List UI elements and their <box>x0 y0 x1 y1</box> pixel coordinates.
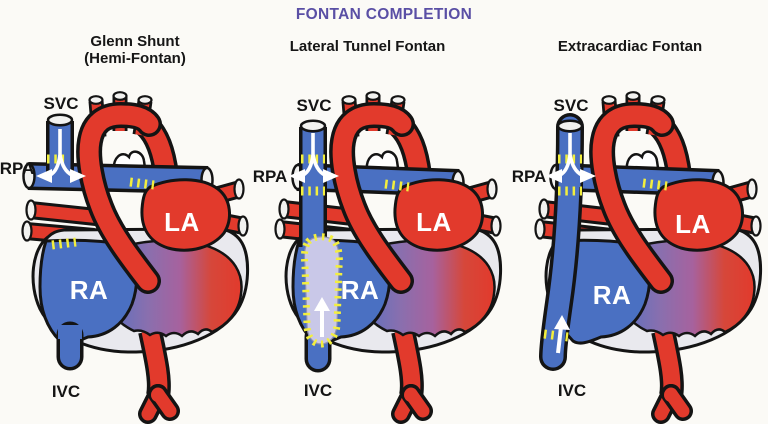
panel-title-lateral-tunnel: Lateral Tunnel Fontan <box>250 38 485 56</box>
aorta <box>329 91 415 294</box>
label-ra: RA <box>341 275 380 305</box>
panel-title-line: Lateral Tunnel Fontan <box>289 38 446 55</box>
aorta <box>589 91 675 294</box>
left-atrium <box>140 178 231 252</box>
flow-arrow-icon <box>289 133 339 337</box>
label-ra: RA <box>593 280 632 310</box>
descending-aorta-bottom <box>138 328 180 424</box>
label-ivc: IVC <box>304 381 332 400</box>
flow-arrow-icon <box>546 133 596 354</box>
label-la: LA <box>416 207 452 237</box>
label-ra: RA <box>70 275 109 305</box>
label-svc: SVC <box>44 94 79 113</box>
descending-aorta-bottom <box>391 328 433 424</box>
anatomy-labels: SVC RPA LA RA IVC <box>253 96 452 400</box>
label-rpa: RPA <box>253 167 287 186</box>
label-la: LA <box>675 209 711 239</box>
diagram-glenn-shunt: SVC RPA LA RA IVC <box>0 85 250 424</box>
lateral-tunnel-baffle <box>300 233 343 348</box>
anatomy-labels: SVC RPA LA RA IVC <box>0 94 200 401</box>
diagram-extracardiac-fontan: SVC RPA LA RA IVC <box>508 85 768 424</box>
label-rpa: RPA <box>0 159 34 178</box>
label-svc: SVC <box>297 96 332 115</box>
label-ivc: IVC <box>558 381 586 400</box>
panel-title-line: Glenn Shunt <box>90 33 180 50</box>
left-atrium <box>653 178 744 252</box>
diagram-lateral-tunnel-fontan: SVC RPA LA RA IVC <box>253 85 503 424</box>
panel-title-extracardiac: Extracardiac Fontan <box>505 38 755 56</box>
ivc-vessel <box>56 321 84 371</box>
aorta <box>76 91 162 294</box>
figure-title: FONTAN COMPLETION <box>295 6 473 23</box>
extracardiac-conduit <box>539 113 584 371</box>
panel-title-line: Extracardiac Fontan <box>557 38 703 55</box>
panel-title-line: (Hemi-Fontan) <box>84 49 186 67</box>
label-rpa: RPA <box>512 167 547 186</box>
left-atrium <box>393 178 484 252</box>
flow-arrow-icon <box>36 129 86 183</box>
descending-aorta-bottom <box>651 328 693 424</box>
label-ivc: IVC <box>52 382 80 401</box>
label-svc: SVC <box>554 96 589 115</box>
panel-title-glenn-shunt: Glenn Shunt (Hemi-Fontan) <box>15 33 255 68</box>
anatomy-labels: SVC RPA LA RA IVC <box>512 96 711 400</box>
heart-diagram: SVC RPA LA RA IVC <box>512 91 763 424</box>
heart-diagram: SVC RPA LA RA IVC <box>0 91 250 424</box>
label-la: LA <box>164 207 200 237</box>
heart-diagram: SVC RPA LA RA IVC <box>253 91 503 424</box>
